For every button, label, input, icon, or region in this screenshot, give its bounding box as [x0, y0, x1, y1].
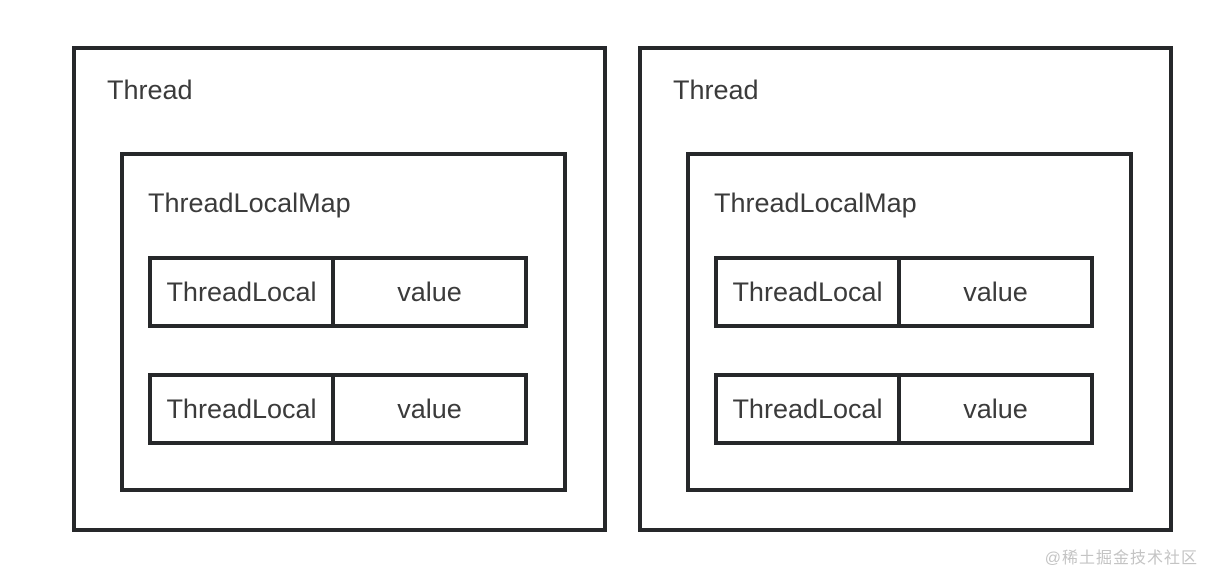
- map-entry-row: ThreadLocal value: [714, 256, 1094, 328]
- threadlocalmap-box: ThreadLocalMap ThreadLocal value ThreadL…: [120, 152, 567, 492]
- thread-label: Thread: [107, 75, 193, 105]
- watermark-text: @稀土掘金技术社区: [1044, 550, 1198, 567]
- threadlocal-cell: ThreadLocal: [718, 260, 901, 324]
- thread-box: Thread ThreadLocalMap ThreadLocal value …: [72, 46, 607, 532]
- value-cell: value: [397, 276, 462, 307]
- value-cell: value: [963, 276, 1028, 307]
- threadlocal-cell: ThreadLocal: [152, 377, 335, 441]
- threadlocalmap-label: ThreadLocalMap: [714, 188, 917, 218]
- thread-box: Thread ThreadLocalMap ThreadLocal value …: [638, 46, 1173, 532]
- threadlocal-cell: ThreadLocal: [718, 377, 901, 441]
- threadlocal-cell: ThreadLocal: [152, 260, 335, 324]
- map-entry-row: ThreadLocal value: [714, 373, 1094, 445]
- value-cell: value: [397, 393, 462, 424]
- threadlocalmap-box: ThreadLocalMap ThreadLocal value ThreadL…: [686, 152, 1133, 492]
- threadlocalmap-label: ThreadLocalMap: [148, 188, 351, 218]
- thread-label: Thread: [673, 75, 759, 105]
- value-cell: value: [963, 393, 1028, 424]
- map-entry-row: ThreadLocal value: [148, 373, 528, 445]
- map-entry-row: ThreadLocal value: [148, 256, 528, 328]
